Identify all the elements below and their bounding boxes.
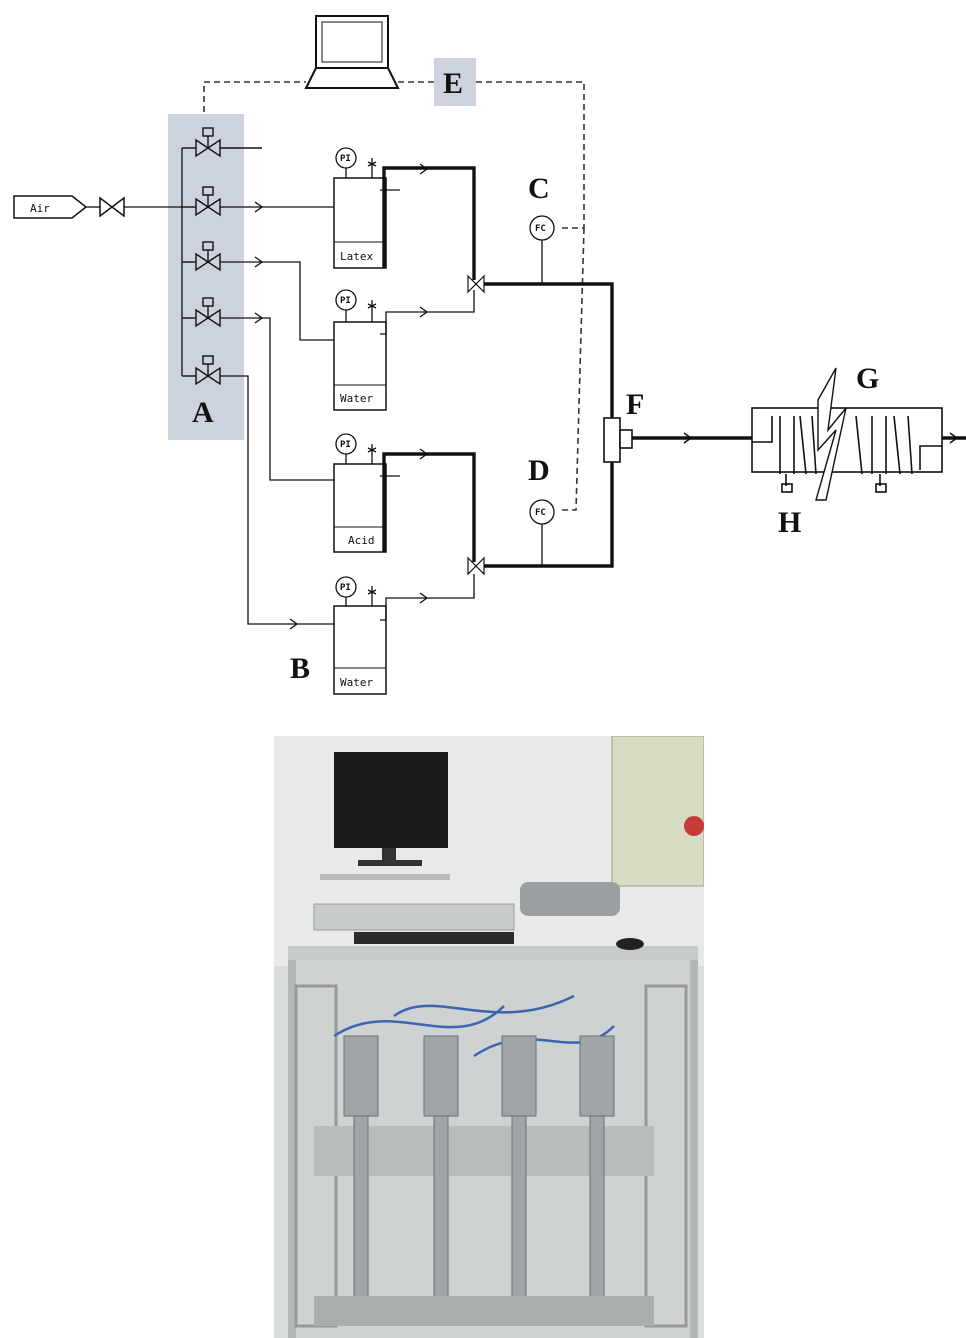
- svg-text:Latex: Latex: [340, 250, 373, 263]
- reactor: [752, 408, 942, 492]
- tank-latex: Latex: [334, 178, 386, 268]
- label-b: B: [290, 652, 310, 685]
- label-d: D: [528, 454, 550, 487]
- tank-water-2: Water: [334, 606, 386, 694]
- svg-text:FC: FC: [535, 508, 546, 518]
- svg-text:PI: PI: [340, 154, 351, 164]
- mixing-tee: [604, 418, 632, 462]
- air-source: Air: [14, 196, 86, 218]
- svg-text:Acid: Acid: [348, 534, 375, 547]
- svg-text:PI: PI: [340, 296, 351, 306]
- tank-water-1: Water: [334, 322, 386, 410]
- rig-photo: [274, 736, 704, 1338]
- label-f: F: [626, 388, 644, 421]
- label-e: E: [443, 67, 463, 100]
- tank-outlets: [380, 190, 474, 620]
- svg-text:PI: PI: [340, 440, 351, 450]
- svg-text:Water: Water: [340, 392, 373, 405]
- label-g: G: [856, 362, 879, 395]
- label-a: A: [192, 396, 214, 429]
- valve-manifold-panel: [168, 114, 244, 440]
- tank-acid: Acid: [334, 464, 386, 552]
- air-inlet-valve-icon: [100, 198, 124, 216]
- laptop-icon: [306, 16, 398, 88]
- svg-text:PI: PI: [340, 583, 351, 593]
- label-h: H: [778, 506, 801, 539]
- svg-text:Air: Air: [30, 202, 50, 215]
- process-flow-diagram: E Air A: [0, 0, 966, 736]
- svg-text:FC: FC: [535, 224, 546, 234]
- label-c: C: [528, 172, 550, 205]
- signal-lines: [204, 82, 584, 510]
- three-way-valve-icon: [468, 276, 484, 574]
- svg-text:Water: Water: [340, 676, 373, 689]
